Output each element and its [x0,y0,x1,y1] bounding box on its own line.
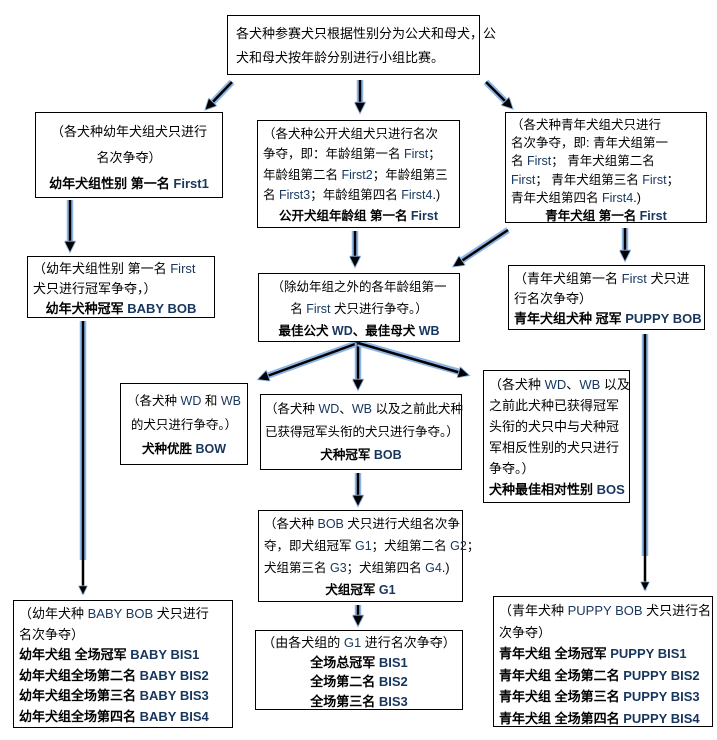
box-line: 已获得冠军头衔的犬只进行争夺。） [265,425,459,439]
box-line: 争夺，即：年龄组第一名 First； [263,147,441,162]
box-line: 犬只进行冠军争夺，） [33,281,157,296]
box-line: 全场第二名 BIS2 [310,674,408,689]
box-entry-rule: 各犬种参赛犬只根据性别分为公犬和母犬，公犬和母犬按年龄分别进行小组比赛。 [227,15,497,75]
box-line: 名次争夺，即: 青年犬组第一 [511,136,668,151]
box-line: 犬组第三名 G3；犬组第四名 G4.) [264,561,450,575]
box-line: 名次争夺） [19,626,85,642]
box-line: 青年犬组 全场第二名 PUPPY BIS2 [499,667,700,683]
box-line: （青年犬种 PUPPY BOB 犬只进行名 [499,603,712,618]
box-line: 公开犬组年龄组 第一名 First [278,208,439,223]
box-line: 之前此犬种已获得冠军 [489,398,620,413]
box-line: 犬组冠军 G1 [325,583,396,597]
box-line: 争夺。） [489,461,535,476]
box-wd-wb: （除幼年组之外的各年龄组第一名 First 犬只进行争夺。） 最佳公犬 WD、最佳… [258,273,460,342]
box-line: （各犬种 WD、WB 以及 [489,377,630,392]
box-line: （幼年犬组性别 第一名 First [33,261,196,276]
box-line: 最佳公犬 WD、最佳母犬 WB [278,324,440,338]
box-line: 青年犬组 全场冠军 PUPPY BIS1 [499,646,687,661]
box-line: （各犬种 BOB 犬只进行犬组名次争 [264,517,460,531]
box-line: （各犬种青年犬组犬只进行 [511,118,662,132]
box-line: 军相反性别的犬只进行 [489,440,620,455]
box-line: First； 青年犬组第三名 First； [511,172,680,187]
box-line: 夺，即犬组冠军 G1；犬组第二名 G2； [264,539,480,553]
box-line: 青年犬组 第一名 First [545,209,667,224]
box-line: （青年犬组第一名 First 犬只进 [514,271,690,286]
box-line: 幼年犬组全场第三名 BABY BIS3 [19,688,209,703]
box-baby-bob: （幼年犬组性别 第一名 First 犬只进行冠军争夺，） 幼年犬种冠军 BABY B… [27,256,215,318]
box-puppy-first: （各犬种青年犬组犬只进行名次争夺，即: 青年犬组第一名 First； 青年犬组第… [505,112,707,223]
box-bob: （各犬种 WD、WB 以及之前此犬种已获得冠军头衔的犬只进行争夺。） 犬种冠军 B… [260,394,463,470]
box-line: 各犬种参赛犬只根据性别分为公犬和母犬，公 [236,26,497,41]
box-line: 全场总冠军 BIS1 [310,654,408,670]
box-line: 犬和母犬按年龄分别进行小组比赛。 [236,50,445,65]
arrow-wdwb-to-bow [259,339,360,379]
box-line: 全场第三名 BIS3 [310,693,408,709]
box-line: 幼年犬组全场第二名 BABY BIS2 [19,667,209,683]
box-baby-bis: （幼年犬种 BABY BOB 犬只进行名次争夺） 幼年犬组 全场冠军 BABY B… [13,600,233,728]
box-line: 名 First3；年龄组第四名 First4.) [263,188,441,203]
box-line: 青年犬组 全场第四名 PUPPY BIS4 [499,710,700,726]
box-line: （除幼年组之外的各年龄组第一 [271,280,447,294]
box-line: 幼年犬组 全场冠军 BABY BIS1 [19,647,200,662]
box-line: 青年犬组 全场第三名 PUPPY BIS3 [499,689,700,704]
arrow-wdwb-to-bos [357,339,468,375]
box-line: 幼年犬组性别 第一名 First1 [49,176,209,191]
box-line: 次争夺） [499,624,552,640]
box-line: 犬种最佳相对性别 BOS [489,482,625,497]
box-baby-sex-first: （各犬种幼年犬组犬只进行名次争夺） 幼年犬组性别 第一名 First1 [35,112,223,198]
box-line: （各犬种 WD、WB 以及之前此犬种 [265,402,463,416]
box-bos: （各犬种 WD、WB 以及之前此犬种已获得冠军头衔的犬只中与犬种冠军相反性别的犬… [483,370,630,503]
box-line: （幼年犬种 BABY BOB 犬只进行 [19,606,209,621]
box-line: 青年犬组犬种 冠军 PUPPY BOB [514,311,702,326]
box-line: 犬种优胜 BOW [141,442,227,456]
box-line: 的犬只进行争夺。） [130,418,238,432]
arrow-rule-to-baby-first [206,79,235,109]
arrow-rule-to-puppy-first [483,79,512,108]
box-line: 头衔的犬只中与犬种冠 [489,419,620,434]
box-line: 名次争夺） [96,150,162,165]
box-puppy-bob: （青年犬组第一名 First 犬只进行名次争夺） 青年犬组犬种 冠军 PUPPY … [508,265,705,330]
box-line: 幼年犬种冠军 BABY BOB [45,301,197,316]
box-puppy-bis: （青年犬种 PUPPY BOB 犬只进行名次争夺） 青年犬组 全场冠军 PUPPY… [493,596,713,727]
box-line: （各犬种公开犬组犬只进行名次 [263,127,439,141]
box-group-g1: （各犬种 BOB 犬只进行犬组名次争夺，即犬组冠军 G1；犬组第二名 G2； 犬组… [258,510,480,602]
box-line: 青年犬组第四名 First4.) [511,190,641,205]
box-line: 行名次争夺） [514,291,593,306]
box-line: 名 First 犬只进行争夺。） [290,302,428,316]
box-line: 年龄组第二名 First2；年龄组第三 [263,167,448,182]
box-line: （各犬种 WD 和 WB [127,394,241,408]
box-open-age-first: （各犬种公开犬组犬只进行名次争夺，即：年龄组第一名 First； 年龄组第二名 F… [257,120,460,228]
box-line: 犬种冠军 BOB [320,448,402,462]
box-line: （各犬种幼年犬组犬只进行 [50,124,207,139]
box-bis: （由各犬组的 G1 进行名次争夺） 全场总冠军 BIS1 全场第二名 BIS2 全场第… [255,630,463,710]
box-line: 幼年犬组全场第四名 BABY BIS4 [19,708,209,724]
box-bow: （各犬种 WD 和 WB 的犬只进行争夺。） 犬种优胜 BOW [120,383,248,465]
arrow-puppy-first-to-wdwb [454,227,510,266]
box-line: （由各犬组的 G1 进行名次争夺） [262,635,456,650]
box-line: 名 First； 青年犬组第二名 [511,154,655,169]
